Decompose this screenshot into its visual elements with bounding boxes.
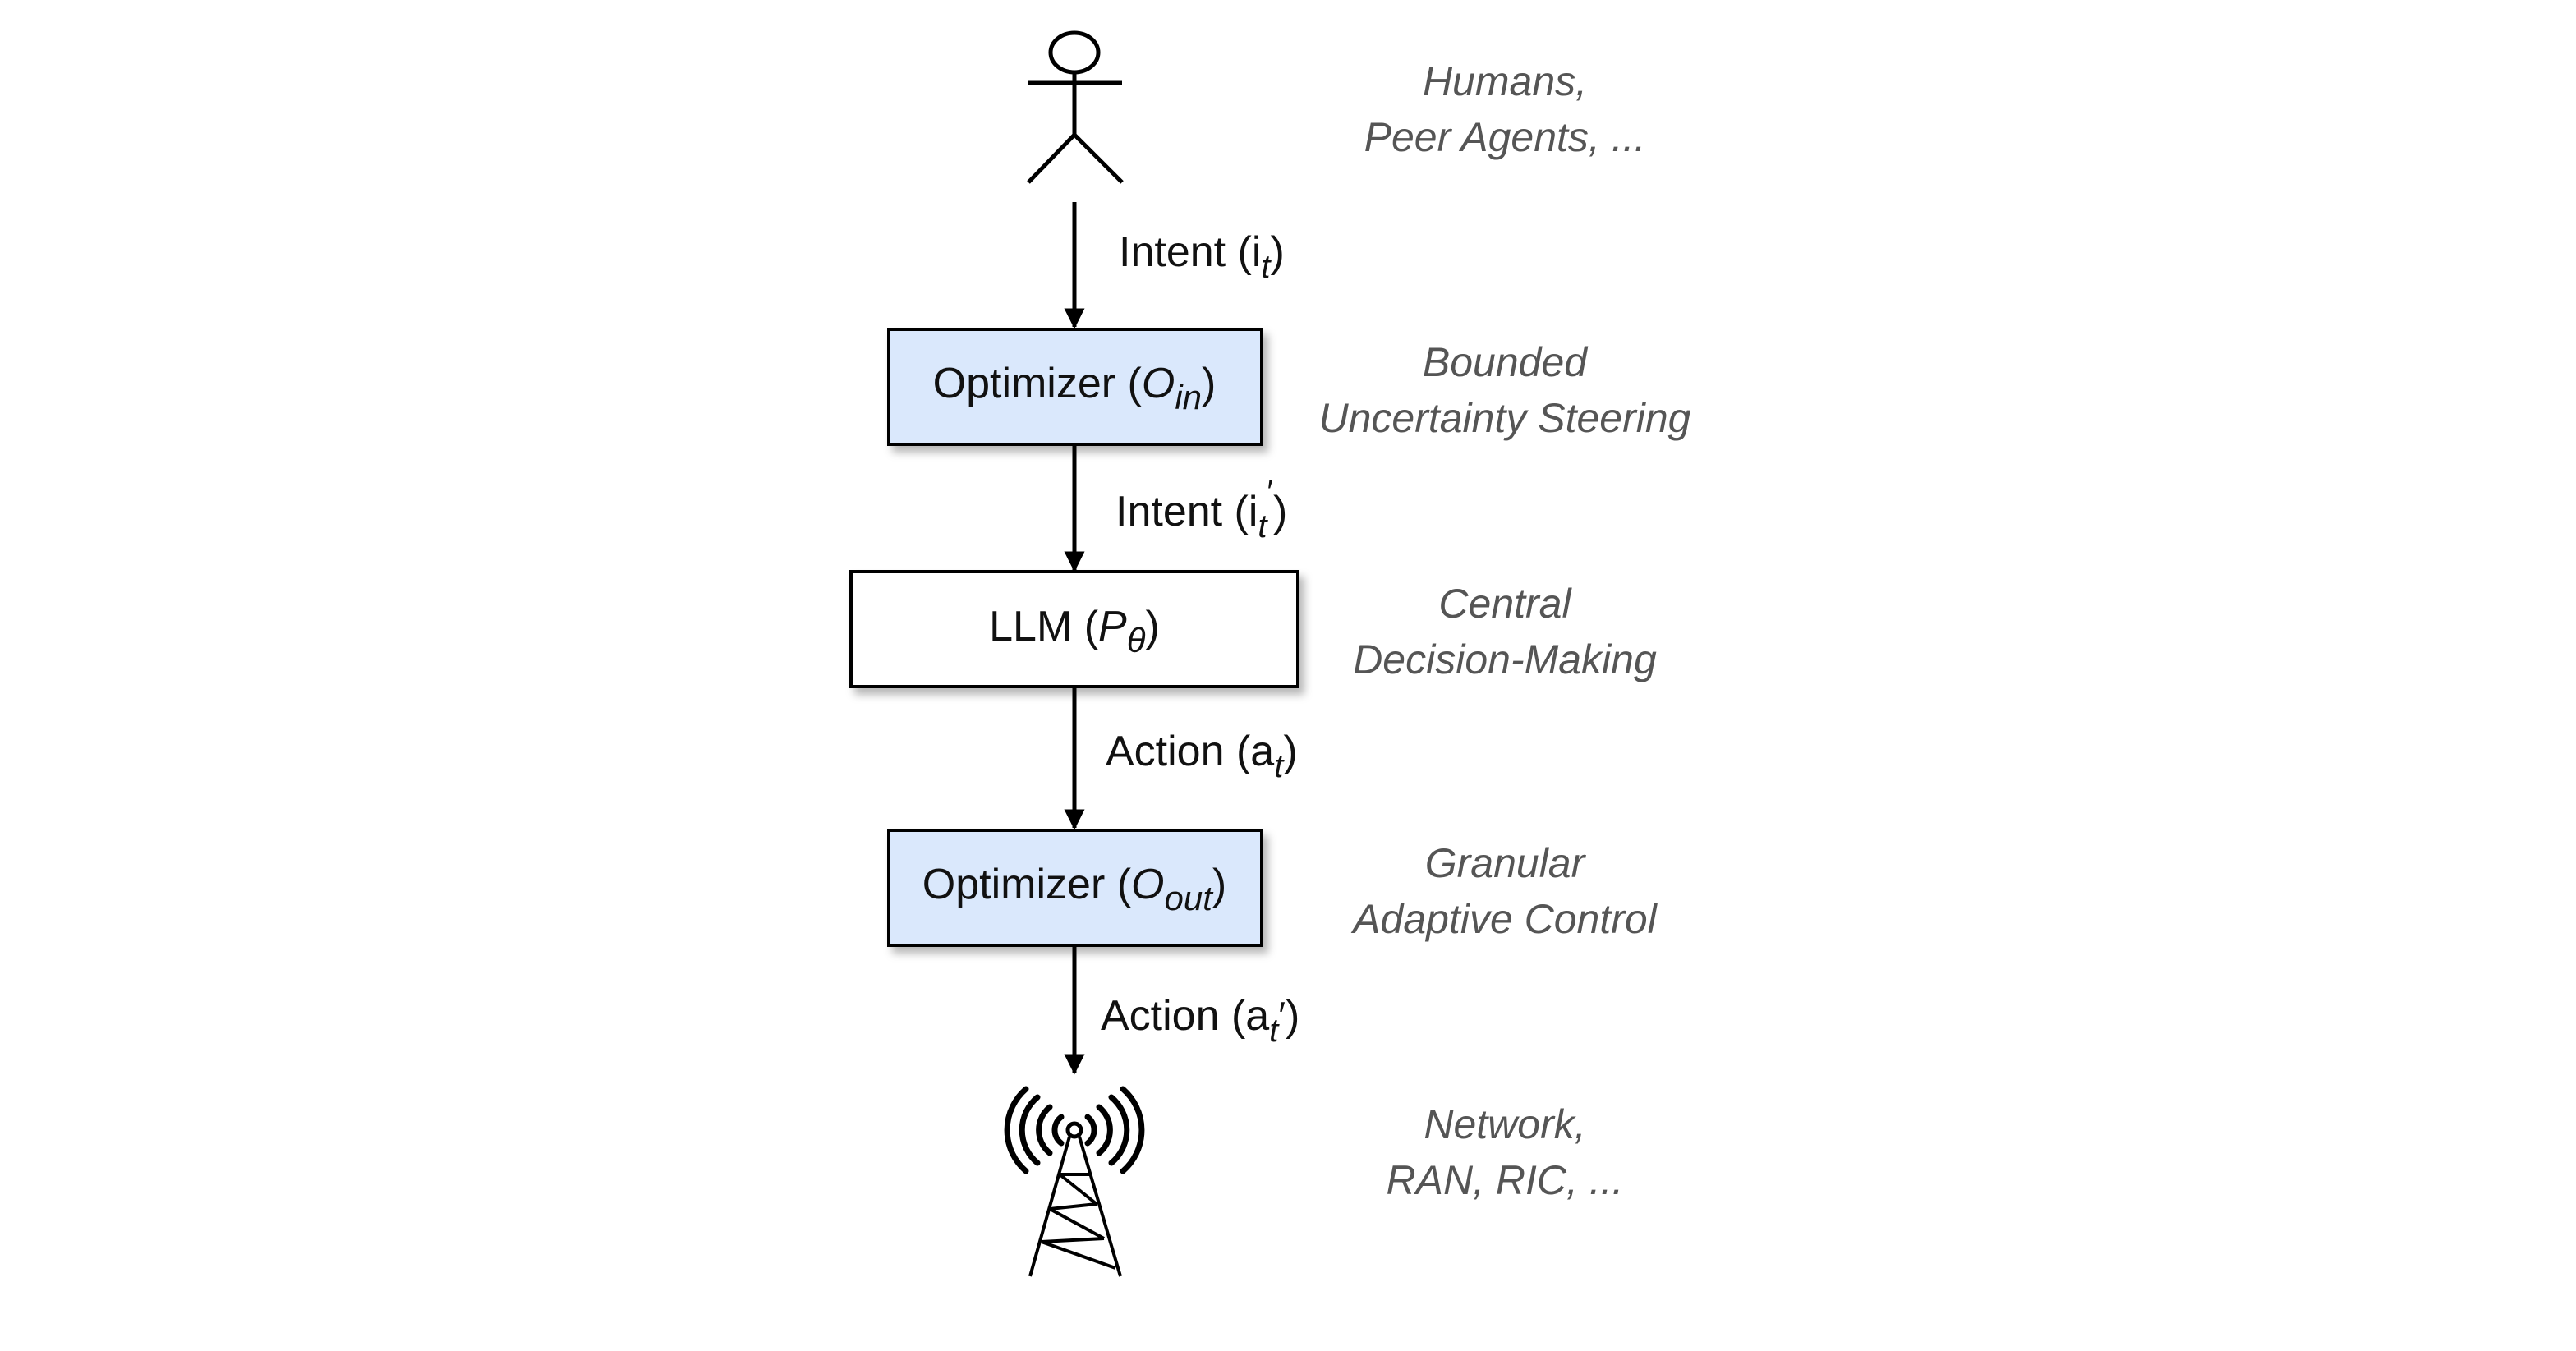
action-subscript: t — [1274, 748, 1285, 784]
sink-note-line2: RAN, RIC, ... — [1387, 1157, 1624, 1203]
sink-note-line1: Network, — [1424, 1101, 1585, 1147]
optimizer-in-note-line2: Uncertainty Steering — [1318, 395, 1690, 441]
intent-prime-mark: ′ — [1267, 474, 1274, 510]
radio-tower-icon — [1004, 1086, 1145, 1277]
action-prime-subscript: t — [1269, 1013, 1280, 1049]
intent-prime-subscript: t — [1258, 508, 1268, 545]
action-label: Action (at) — [1106, 728, 1298, 784]
optimizer-out-note-line2: Adaptive Control — [1350, 896, 1658, 942]
intent-prime-label: Intent (it′) — [1116, 474, 1287, 545]
action-prime-label: Action (at′) — [1101, 992, 1300, 1049]
source-note-line1: Humans, — [1423, 58, 1587, 104]
llm-note-line2: Decision-Making — [1353, 636, 1657, 682]
llm-note-line1: Central — [1438, 581, 1572, 627]
optimizer-out-label: Optimizer (Oout) — [922, 861, 1226, 917]
optimizer-in-label: Optimizer (Oin) — [933, 360, 1217, 416]
stick-figure-icon — [1027, 30, 1124, 184]
llm-box — [849, 570, 1300, 688]
intent-subscript: t — [1261, 249, 1272, 285]
optimizer-in-note-line1: Bounded — [1423, 339, 1589, 385]
optimizer-out-note-line1: Granular — [1425, 840, 1587, 886]
intent-label: Intent (it) — [1119, 228, 1285, 285]
action-prime-mark: ′ — [1278, 994, 1286, 1036]
llm-label: LLM (Pθ) — [989, 603, 1160, 659]
optimizer-in-box — [887, 328, 1263, 446]
source-note-line2: Peer Agents, ... — [1364, 114, 1646, 160]
optimizer-out-box — [887, 829, 1263, 947]
